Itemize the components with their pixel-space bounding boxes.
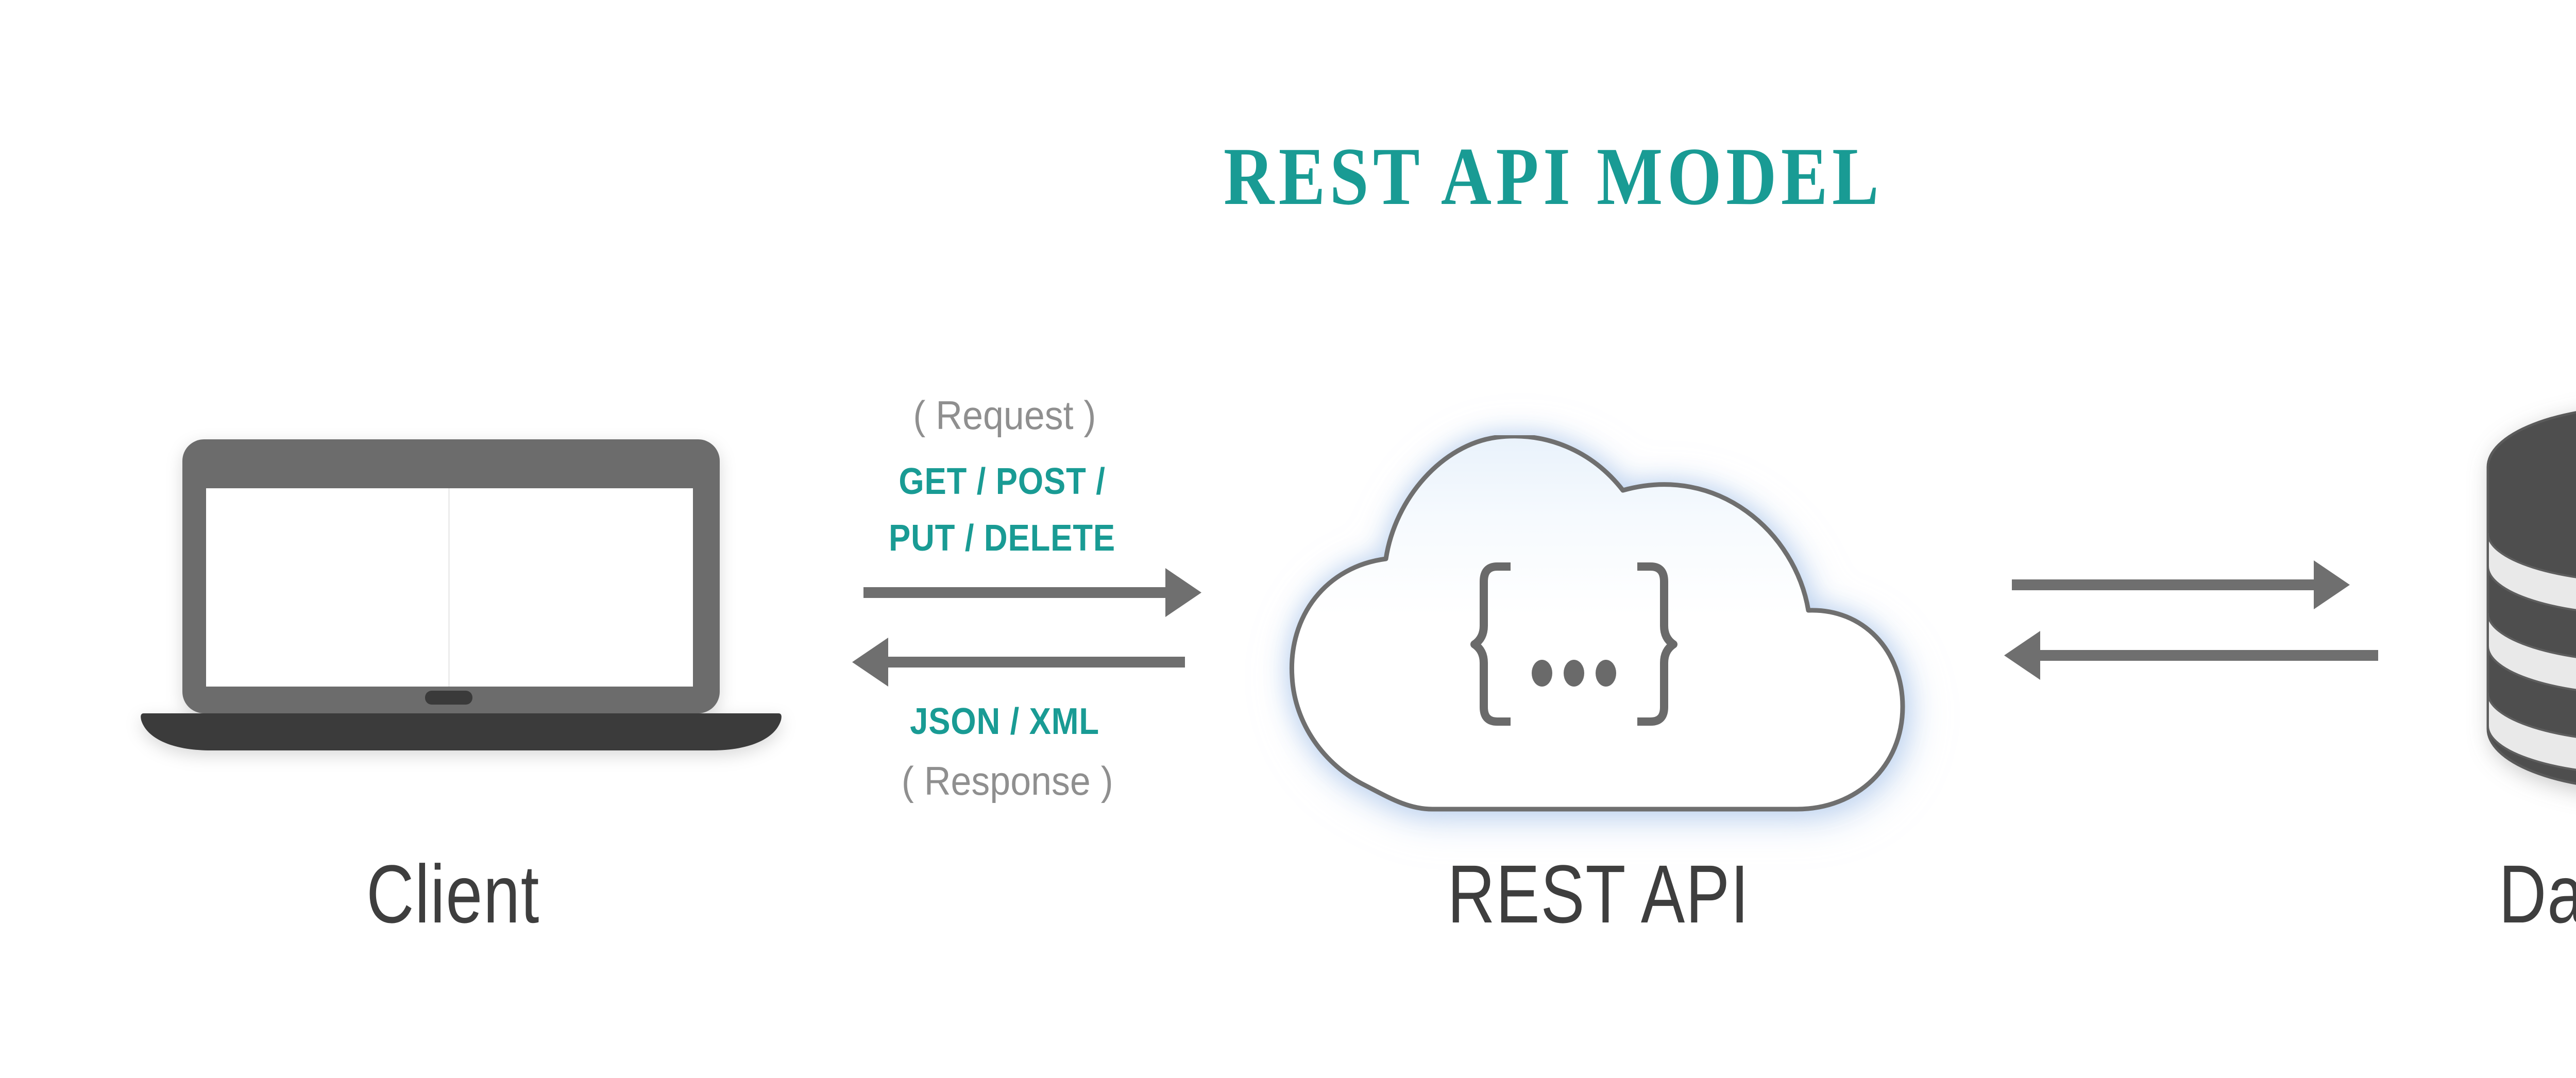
api-node-label: REST API <box>1341 845 1856 944</box>
cloud-outline <box>1289 435 1905 812</box>
database-stripes <box>2488 533 2576 776</box>
arrow-head <box>2314 560 2350 609</box>
database-stripe <box>2488 533 2576 616</box>
database-cylinder-icon <box>2486 411 2576 785</box>
api-label-text: REST API <box>1447 848 1750 940</box>
laptop-notch <box>425 691 472 705</box>
database-node-label: Database <box>2385 845 2576 944</box>
arrow-shaft <box>2040 650 2378 661</box>
arrow-left-icon <box>852 638 1185 687</box>
request-methods-line2: PUT / DELETE <box>819 516 1185 560</box>
database-label-text: Database <box>2498 848 2576 940</box>
cloud-icon <box>1289 435 1905 812</box>
client-node-label: Client <box>196 845 711 944</box>
arrow-left-icon <box>2004 631 2378 680</box>
response-annotation: ( Response ) <box>822 757 1193 806</box>
arrow-right-icon <box>863 568 1201 617</box>
diagram-title-text: REST API MODEL <box>1223 130 1884 222</box>
arrow-shaft <box>888 657 1185 668</box>
database-stripe <box>2488 612 2576 696</box>
arrow-right-icon <box>2012 560 2350 609</box>
arrow-shaft <box>2012 579 2314 590</box>
request-methods-line1: GET / POST / <box>819 459 1185 504</box>
request-annotation: ( Request ) <box>822 391 1188 440</box>
right-brace <box>1637 562 1677 726</box>
ellipsis-dots <box>1532 660 1616 687</box>
client-label-text: Client <box>366 848 540 940</box>
response-formats: JSON / XML <box>822 699 1188 744</box>
request-methods-line2-text: PUT / DELETE <box>888 518 1116 559</box>
response-annotation-text: ( Response ) <box>901 758 1113 803</box>
arrow-head <box>2004 631 2040 680</box>
request-annotation-text: ( Request ) <box>913 392 1096 438</box>
laptop-screen-seam <box>448 488 450 687</box>
response-formats-text: JSON / XML <box>910 701 1099 742</box>
diagram-title: REST API MODEL <box>1141 127 1965 226</box>
laptop-icon <box>141 439 782 750</box>
database-stripe <box>2488 692 2576 776</box>
code-braces-ellipsis-icon <box>1470 562 1677 726</box>
arrow-shaft <box>863 587 1165 598</box>
left-brace <box>1470 562 1511 726</box>
arrow-head <box>1165 568 1201 617</box>
request-methods-line1-text: GET / POST / <box>899 461 1106 502</box>
arrow-head <box>852 638 888 687</box>
laptop-base <box>141 713 782 750</box>
